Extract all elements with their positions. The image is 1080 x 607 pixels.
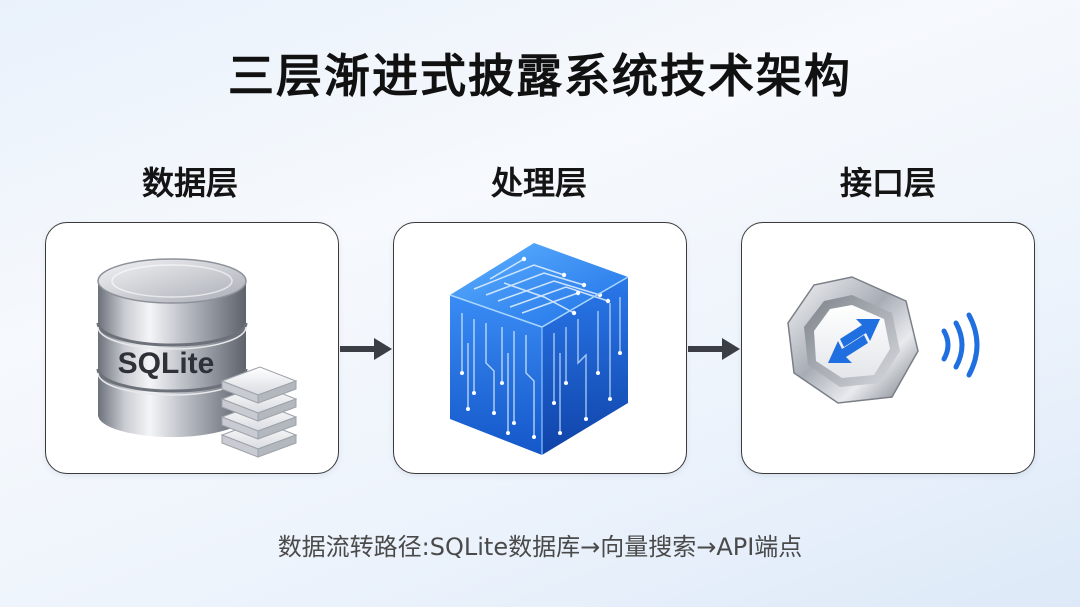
circuit-cube-icon [449, 243, 629, 455]
layer-label-interface: 接口层 [839, 164, 936, 202]
data-flow-caption: 数据流转路径:SQLite数据库→向量搜索→API端点 [277, 533, 803, 561]
interface-layer-panel [741, 222, 1035, 474]
arrow-data-to-processing [340, 338, 392, 360]
database-icon: SQLite [96, 258, 298, 458]
wireless-signal-icon [941, 312, 980, 378]
layer-label-processing: 处理层 [490, 164, 587, 202]
layer-label-data: 数据层 [141, 164, 238, 202]
api-hexagon-icon [787, 276, 980, 404]
processing-layer-panel [393, 222, 687, 474]
data-layer-panel: SQLite [45, 222, 339, 474]
diagram-title: 三层渐进式披露系统技术架构 [228, 49, 852, 103]
sqlite-label: SQLite [118, 347, 215, 380]
arrow-processing-to-interface [688, 338, 740, 360]
